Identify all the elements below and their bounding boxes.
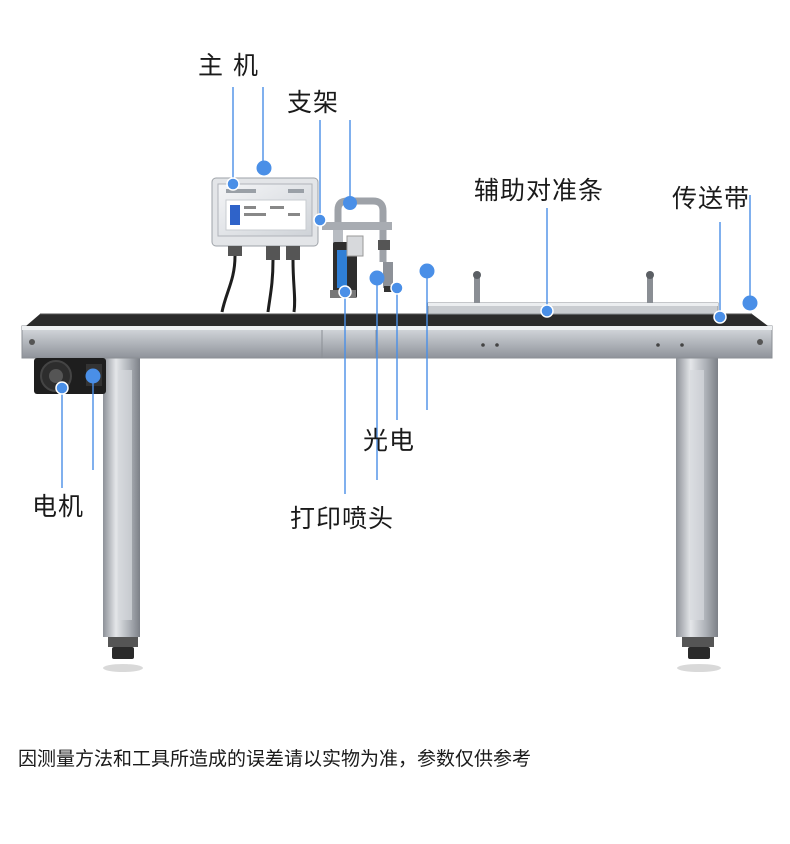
- disclaimer-text: 因测量方法和工具所造成的误差请以实物为准，参数仅供参考: [18, 748, 532, 770]
- guide-bar-marker: [540, 304, 554, 318]
- left-leg: [103, 352, 143, 672]
- belt-marker-2: [742, 295, 758, 311]
- print-head-marker-2: [369, 270, 385, 286]
- motor-marker-2: [85, 368, 101, 384]
- host-controller: [211, 177, 319, 313]
- host-marker: [226, 177, 240, 191]
- label-bracket: 支架: [287, 88, 340, 117]
- photo-sensor-marker-2: [419, 263, 435, 279]
- belt-marker: [713, 310, 727, 324]
- guide-bar: [427, 271, 719, 315]
- photo-sensor-marker: [390, 281, 404, 295]
- host-marker-2: [256, 160, 272, 176]
- print-head-marker: [338, 285, 352, 299]
- right-leg: [676, 352, 721, 672]
- label-print-head: 打印喷头: [290, 504, 395, 533]
- photo-sensor: [383, 262, 393, 292]
- label-host: 主 机: [198, 51, 259, 80]
- bracket-marker: [313, 213, 327, 227]
- motor-marker: [55, 381, 69, 395]
- bracket-marker-2: [343, 196, 357, 210]
- label-photo-sensor: 光电: [363, 426, 416, 455]
- label-conveyor-belt: 传送带: [672, 184, 751, 213]
- markers: [55, 160, 758, 395]
- label-motor: 电机: [32, 492, 85, 521]
- label-guide-bar: 辅助对准条: [474, 176, 605, 205]
- leader-lines: [61, 87, 751, 494]
